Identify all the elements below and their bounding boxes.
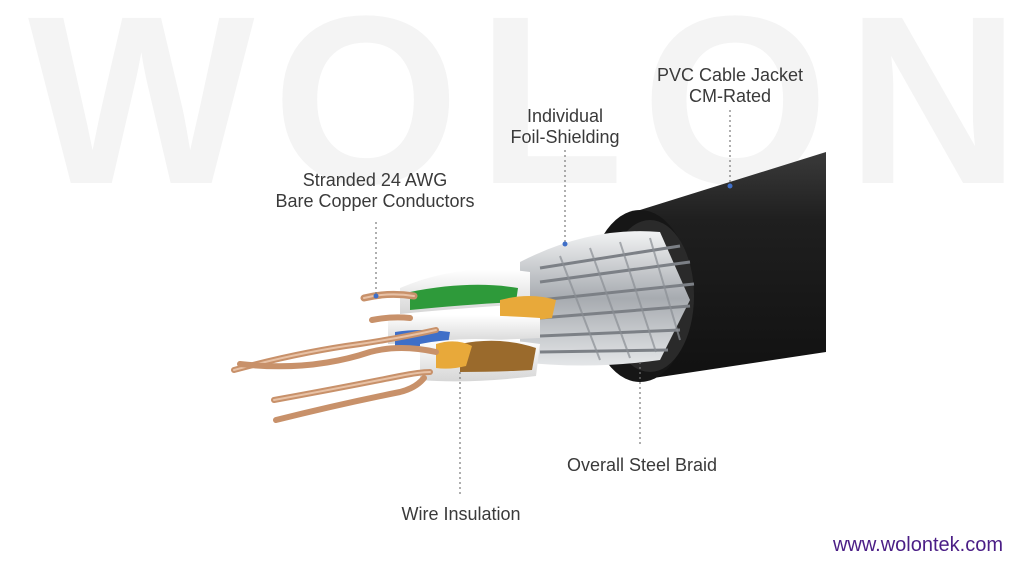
label-foil-shielding: Individual Foil-Shielding	[500, 106, 630, 148]
label-copper-conductors: Stranded 24 AWG Bare Copper Conductors	[270, 170, 480, 212]
steel-braid-bundle	[520, 231, 695, 366]
twisted-pairs	[388, 269, 556, 382]
leader-dots	[373, 183, 733, 299]
label-conductors-line2: Bare Copper Conductors	[275, 191, 475, 211]
label-wire-insulation: Wire Insulation	[396, 504, 526, 525]
label-conductors-line1: Stranded 24 AWG	[302, 170, 448, 190]
copper-conductors	[231, 290, 439, 423]
label-insulation-line1: Wire Insulation	[401, 504, 521, 524]
label-pvc-jacket: PVC Cable Jacket CM-Rated	[652, 65, 808, 107]
watermark-logo: WOLON	[28, 0, 1019, 234]
label-steel-braid: Overall Steel Braid	[560, 455, 724, 476]
label-pvc-jacket-line1: PVC Cable Jacket	[656, 65, 804, 85]
label-foil-line1: Individual	[526, 106, 604, 126]
label-foil-line2: Foil-Shielding	[510, 127, 620, 147]
leader-lines	[375, 110, 731, 496]
label-pvc-jacket-line2: CM-Rated	[688, 86, 772, 106]
label-braid-line1: Overall Steel Braid	[566, 455, 718, 475]
website-url[interactable]: www.wolontek.com	[832, 534, 1003, 556]
